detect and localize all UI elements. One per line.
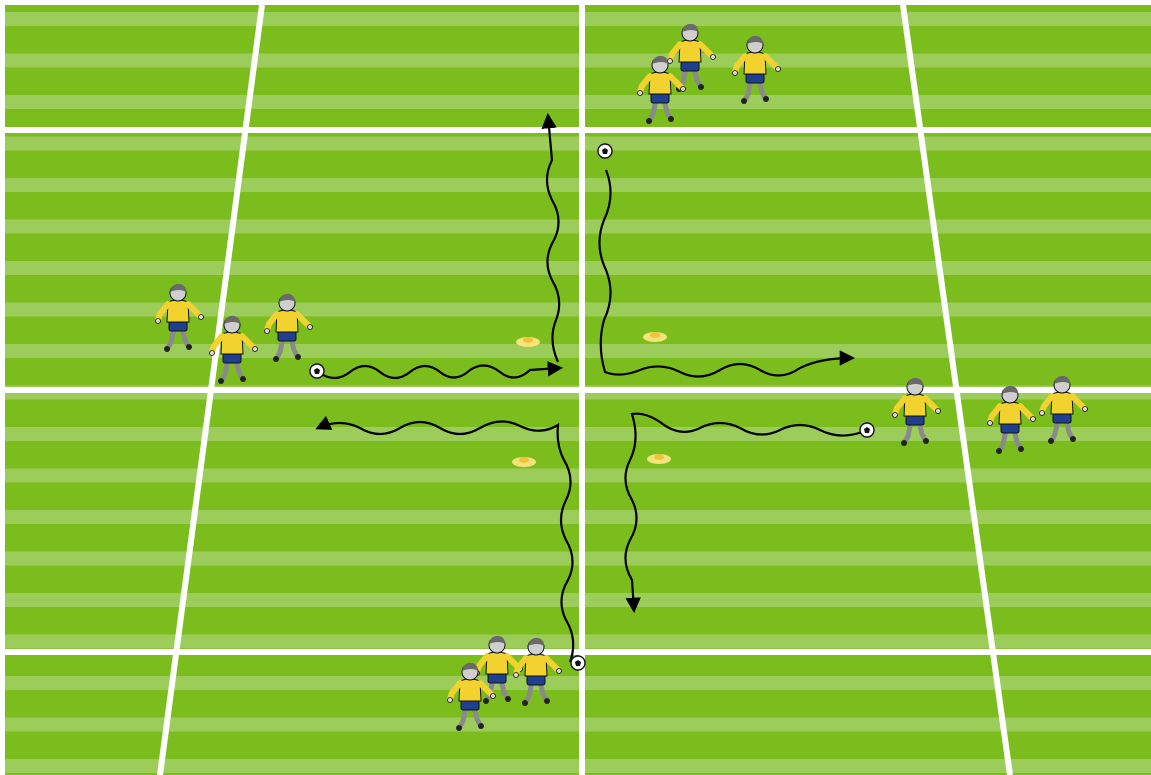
ball-icon — [310, 364, 324, 378]
grass-stripe — [5, 427, 1151, 441]
ball-icon — [860, 423, 874, 437]
grass-stripe — [5, 593, 1151, 607]
cone-icon — [516, 337, 540, 347]
grass-stripe — [5, 261, 1151, 275]
cone-icon — [647, 454, 671, 464]
grass-stripe — [5, 510, 1151, 524]
ball-icon — [571, 656, 585, 670]
grass-stripe — [5, 220, 1151, 234]
grass-stripe — [5, 718, 1151, 732]
grass-stripe — [5, 95, 1151, 109]
cone-icon — [643, 332, 667, 342]
grass-stripe — [5, 137, 1151, 151]
grass-stripe — [5, 469, 1151, 483]
grass-stripe — [5, 54, 1151, 68]
cone-icon — [512, 457, 536, 467]
grass-stripe — [5, 12, 1151, 26]
grass-stripe — [5, 759, 1151, 773]
grass-stripe — [5, 676, 1151, 690]
grass-stripe — [5, 178, 1151, 192]
grass-stripe — [5, 344, 1151, 358]
ball-icon — [598, 144, 612, 158]
